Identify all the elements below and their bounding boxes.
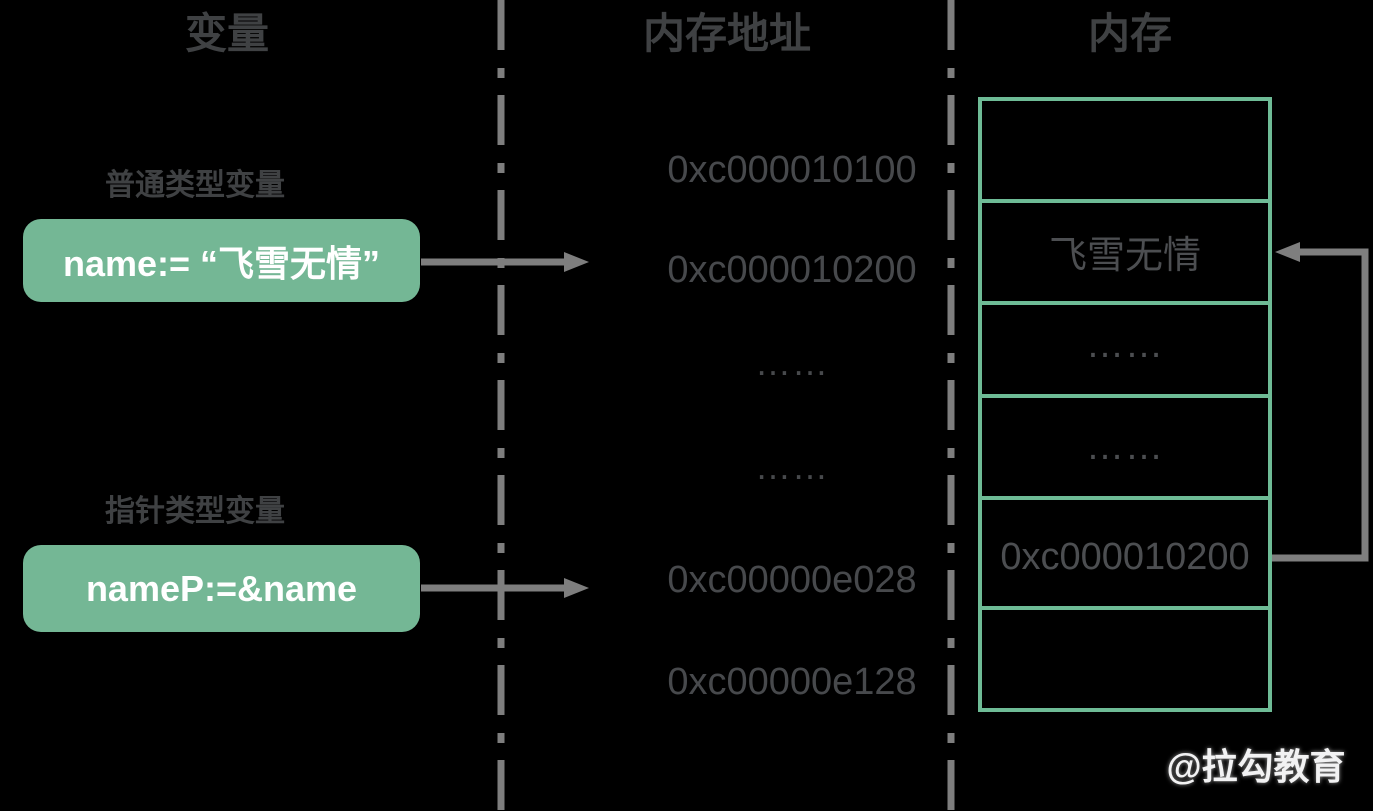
memory-cell-empty	[982, 610, 1268, 708]
box-name-declaration: name:= “飞雪无情”	[23, 219, 420, 302]
memory-address-item: 0xc00000e028	[667, 559, 917, 601]
memory-cell-ellipsis: ……	[982, 398, 1268, 501]
label-pointer-type-variable: 指针类型变量	[105, 495, 285, 528]
column-header-variables: 变量	[184, 10, 269, 57]
memory-address-item: 0xc00000e128	[667, 661, 917, 703]
memory-cell-ellipsis: ……	[982, 297, 1268, 399]
memory-address-ellipsis: ……	[755, 342, 829, 383]
memory-cell-pointer-value: 0xc000010200	[982, 508, 1268, 611]
arrow-name-to-address	[421, 252, 589, 272]
memory-address-item: 0xc000010100	[667, 149, 917, 191]
column-header-memory: 内存	[1087, 10, 1172, 57]
memory-address-ellipsis: ……	[755, 446, 829, 487]
label-normal-type-variable: 普通类型变量	[105, 169, 285, 202]
watermark-lagou-education: @拉勾教育	[1166, 746, 1346, 787]
arrow-namep-to-address	[421, 578, 589, 598]
box-namep-declaration: nameP:=&name	[23, 545, 420, 632]
memory-cells-table: 飞雪无情 …… …… 0xc000010200	[978, 97, 1272, 712]
arrow-pointer-cell-to-value-cell	[1272, 242, 1369, 562]
column-header-memory-address: 内存地址	[642, 10, 811, 57]
memory-cell-value: 飞雪无情	[982, 203, 1268, 305]
memory-address-item: 0xc000010200	[667, 249, 917, 291]
memory-cell-empty	[982, 101, 1268, 203]
